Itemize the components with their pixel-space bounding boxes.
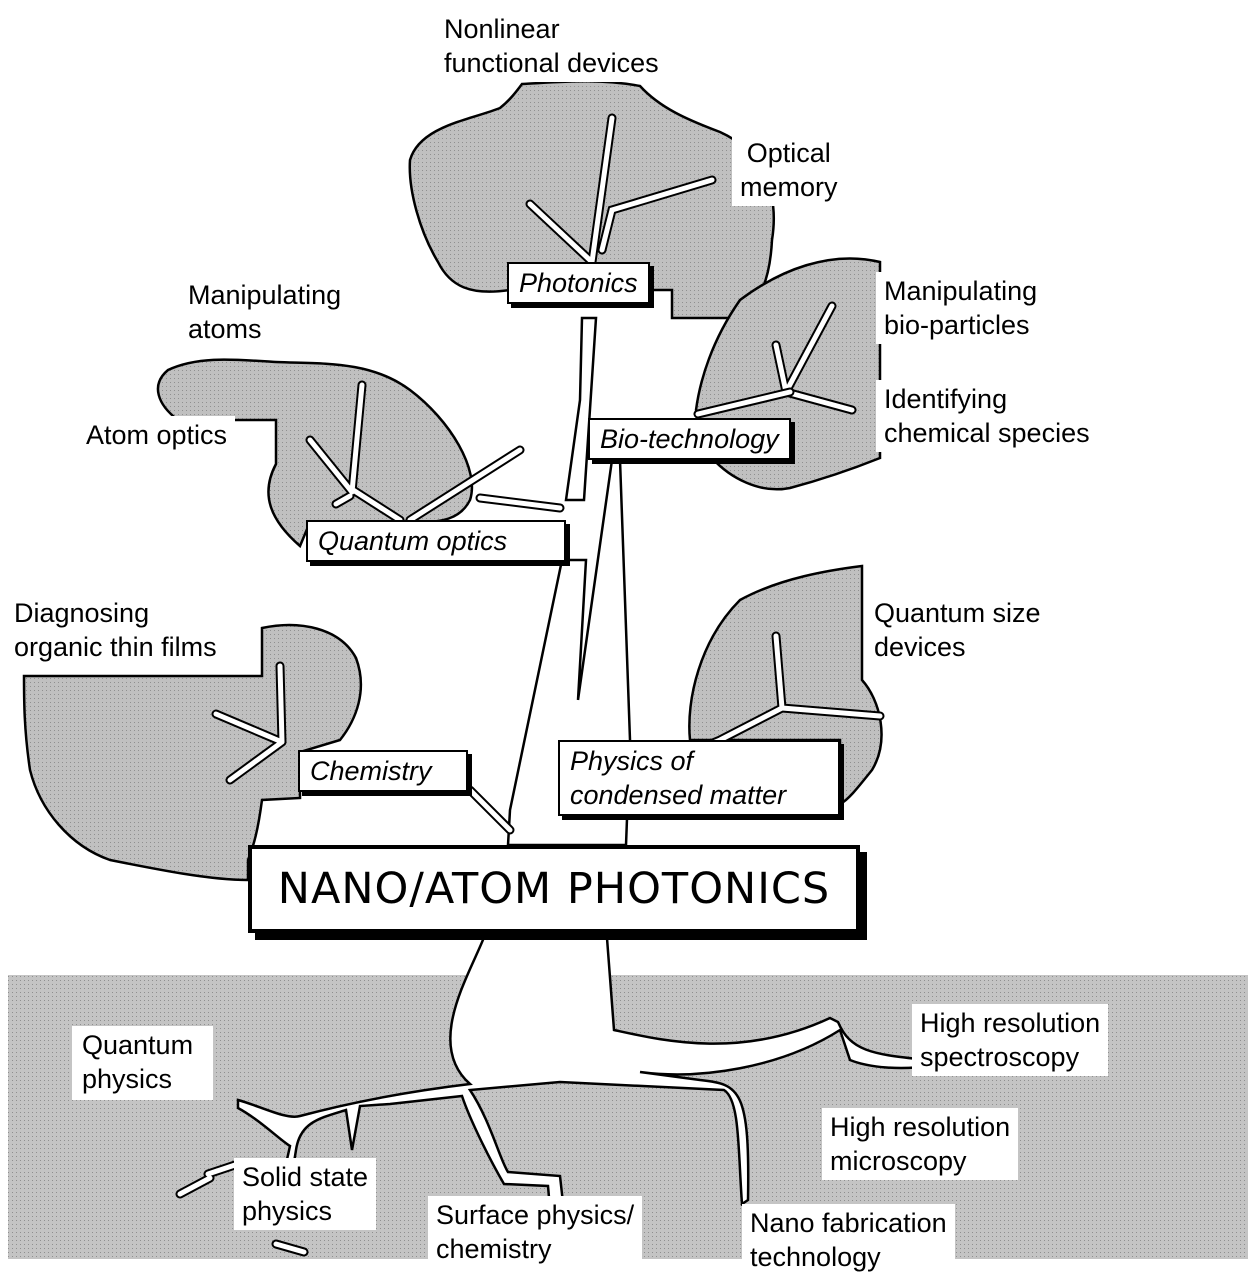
leaf-label-atom-optics: Atom optics bbox=[78, 416, 235, 454]
branch-condensed-matter: Physics of condensed matter bbox=[558, 740, 840, 816]
tree-trunk bbox=[566, 318, 596, 500]
root-label-surface: Surface physics/ chemistry bbox=[428, 1196, 642, 1268]
leaf-label-quantum-size: Quantum size devices bbox=[866, 594, 1049, 666]
branch-biotech: Bio-technology bbox=[588, 418, 791, 460]
root-label-nano-fab: Nano fabrication technology bbox=[742, 1204, 955, 1276]
leaf-label-manip-bio: Manipulating bio-particles bbox=[876, 272, 1045, 344]
leaf-label-optical-memory: Optical memory bbox=[732, 134, 846, 206]
branch-photonics: Photonics bbox=[507, 262, 650, 304]
root-label-hr-microscopy: High resolution microscopy bbox=[822, 1108, 1018, 1180]
diagram-title: NANO/ATOM PHOTONICS bbox=[278, 864, 830, 914]
leaf-label-diagnosing: Diagnosing organic thin films bbox=[14, 596, 217, 664]
branch-quantum-optics: Quantum optics bbox=[306, 520, 566, 562]
root-label-hr-spectroscopy: High resolution spectroscopy bbox=[912, 1004, 1108, 1076]
leaf-label-identifying: Identifying chemical species bbox=[876, 380, 1098, 452]
title-box: NANO/ATOM PHOTONICS bbox=[248, 845, 860, 933]
root-label-quantum-physics: Quantum physics bbox=[72, 1026, 213, 1100]
root-label-solid-state: Solid state physics bbox=[234, 1158, 376, 1230]
leaf-label-nonlinear: Nonlinear functional devices bbox=[436, 10, 667, 82]
leaf-label-manip-atoms: Manipulating atoms bbox=[188, 278, 341, 346]
branch-chemistry: Chemistry bbox=[298, 750, 468, 792]
